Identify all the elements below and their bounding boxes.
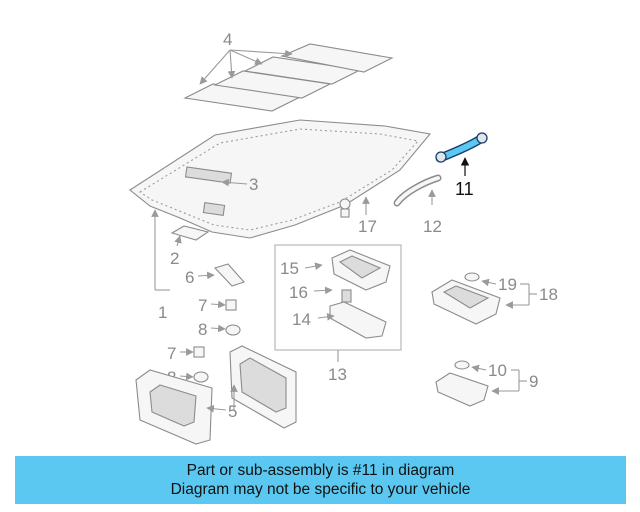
callout-15: 15 <box>280 259 299 278</box>
headliner <box>129 119 432 239</box>
callout-8a: 8 <box>198 320 207 339</box>
callout-5: 5 <box>228 402 237 421</box>
callout-3: 3 <box>249 175 258 194</box>
banner-line-2: Diagram may not be specific to your vehi… <box>170 481 471 498</box>
callout-1: 1 <box>158 303 167 322</box>
callout-13: 13 <box>328 365 347 384</box>
callout-7a: 7 <box>198 296 207 315</box>
callout-9: 9 <box>529 372 538 391</box>
insulation-pads <box>183 43 394 112</box>
dome-lamp-part <box>170 225 210 241</box>
clip-part-8b <box>193 371 209 383</box>
map-lamp-assembly-18 <box>431 272 501 325</box>
clip-part-8a <box>225 324 241 336</box>
callout-11: 11 <box>455 179 474 199</box>
callout-12: 12 <box>423 217 442 236</box>
callout-19: 19 <box>498 275 517 294</box>
callout-10: 10 <box>488 361 507 380</box>
parts-diagram: 4 1 3 2 6 7 8 7 8 5 <box>129 30 558 445</box>
callout-17: 17 <box>358 217 377 236</box>
clip-part-7a <box>225 299 237 311</box>
info-banner: Part or sub-assembly is #11 in diagram D… <box>15 456 626 504</box>
callout-14: 14 <box>292 310 311 329</box>
lamp-part-6 <box>213 263 245 287</box>
sun-visors <box>135 345 297 445</box>
callout-2: 2 <box>170 249 179 268</box>
lamp-assembly-9 <box>435 360 489 407</box>
callout-16: 16 <box>289 283 308 302</box>
grab-handle-11-highlighted <box>435 132 488 163</box>
clip-part-17 <box>339 198 351 218</box>
callout-18: 18 <box>539 285 558 304</box>
clip-part-7b <box>193 346 205 358</box>
callout-6: 6 <box>185 268 194 287</box>
console-lamp-parts <box>329 249 391 339</box>
callout-7b: 7 <box>167 344 176 363</box>
callout-4-leaders <box>199 49 293 85</box>
callout-4: 4 <box>223 30 232 49</box>
banner-line-1: Part or sub-assembly is #11 in diagram <box>186 462 455 479</box>
